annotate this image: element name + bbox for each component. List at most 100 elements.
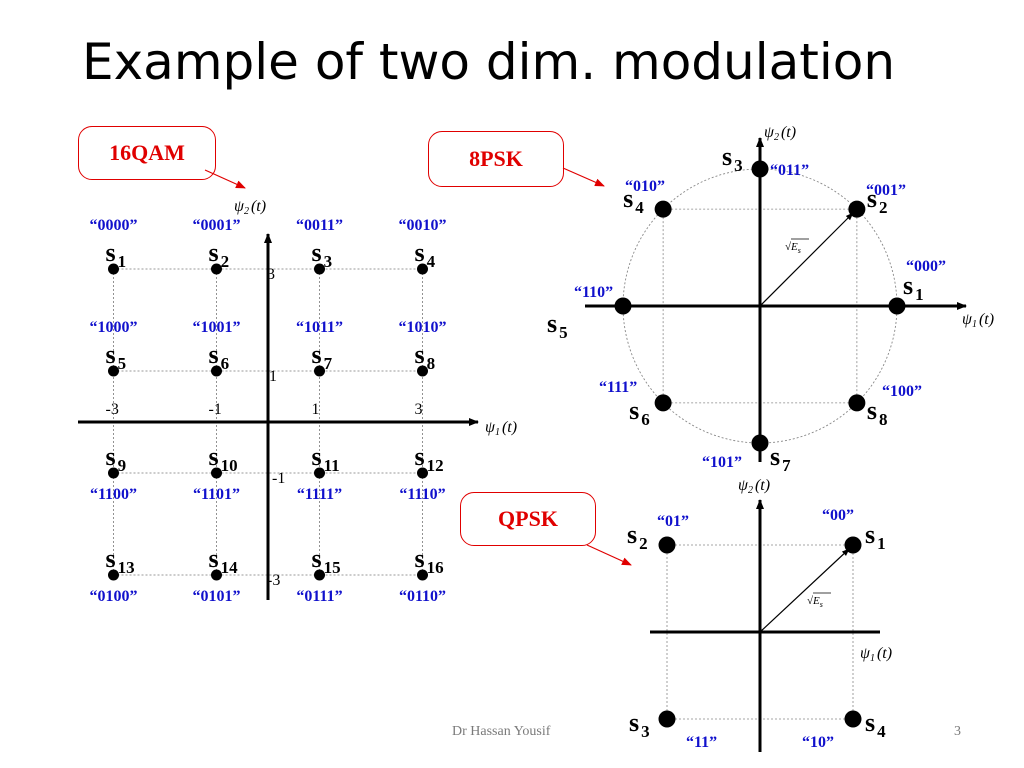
qam-point-s9 <box>108 467 119 479</box>
label-qpsk-text: QPSK <box>498 506 558 531</box>
qam-code-s5: “1000” <box>90 319 138 336</box>
psk-code-s3: “011” <box>770 162 809 179</box>
footer-author: Dr Hassan Yousif <box>452 724 551 739</box>
slide-title: Example of two dim. modulation <box>82 33 896 91</box>
qpsk-code-s3: “11” <box>686 734 717 751</box>
psk-point-s3 <box>751 160 769 178</box>
qam-point-s1 <box>108 263 119 275</box>
qam-code-s6: “1001” <box>193 319 241 336</box>
qam-y-axis-label: ψ2(t) <box>234 198 266 217</box>
psk-radius-label: √Es <box>785 241 801 255</box>
qam-x-tick: -3 <box>106 401 119 418</box>
qam-x-axis-label: ψ1(t) <box>485 419 517 438</box>
qam-y-tick: 1 <box>269 368 277 385</box>
qpsk-radius-label: √Es <box>807 595 823 609</box>
pointer-8psk <box>562 167 605 187</box>
psk-code-s2: “001” <box>866 182 906 199</box>
qam-code-s4: “0010” <box>399 217 447 234</box>
label-16qam: 16QAM <box>78 126 216 180</box>
qam-point-s14 <box>211 569 222 581</box>
qam-x-tick: 1 <box>312 401 320 418</box>
qam-code-s3: “0011” <box>296 217 343 234</box>
psk-point-s5 <box>614 297 632 315</box>
psk-code-s8: “100” <box>882 383 922 400</box>
label-8psk-text: 8PSK <box>469 146 523 171</box>
psk-code-s1: “000” <box>906 258 946 275</box>
qpsk-radius-vector <box>759 548 850 633</box>
qam-x-tick: -1 <box>209 401 222 418</box>
qam-point-s4 <box>417 263 428 275</box>
qpsk-y-axis-label: ψ2(t) <box>738 477 770 496</box>
psk-radius-vector <box>759 212 854 307</box>
qam-code-s15: “0111” <box>296 588 342 605</box>
psk-point-s4 <box>654 200 672 218</box>
psk-x-axis-label: ψ1(t) <box>962 311 994 330</box>
qam-y-tick: 3 <box>267 266 275 283</box>
qpsk-point-s4 <box>844 710 862 728</box>
qam-code-s16: “0110” <box>399 588 446 605</box>
qam-code-s14: “0101” <box>193 588 241 605</box>
psk-point-s7 <box>751 434 769 452</box>
psk-point-s8 <box>848 394 866 412</box>
qam-code-s7: “1011” <box>296 319 343 336</box>
pointer-qpsk <box>586 544 632 566</box>
qam-code-s8: “1010” <box>399 319 447 336</box>
qpsk-x-axis-label: ψ1(t) <box>860 645 892 664</box>
qam-code-s10: “1101” <box>193 486 240 503</box>
psk-code-s7: “101” <box>702 454 742 471</box>
label-qpsk: QPSK <box>460 492 596 546</box>
qam-y-tick: -1 <box>272 470 285 487</box>
qam-code-s1: “0000” <box>90 217 138 234</box>
pointer-16qam <box>204 169 246 189</box>
qam-point-s3 <box>314 263 325 275</box>
psk-y-axis-label: ψ2(t) <box>764 124 796 143</box>
qam-code-s11: “1111” <box>297 486 342 503</box>
qpsk-point-s3 <box>658 710 676 728</box>
qam-point-s8 <box>417 365 428 377</box>
qam-code-s9: “1100” <box>90 486 137 503</box>
qam-point-s7 <box>314 365 325 377</box>
qam-x-tick: 3 <box>415 401 423 418</box>
psk-code-s6: “111” <box>599 379 637 396</box>
label-16qam-text: 16QAM <box>109 140 185 165</box>
qam-point-s12 <box>417 467 428 479</box>
qam-point-s11 <box>314 467 325 479</box>
qam-code-s2: “0001” <box>193 217 241 234</box>
qpsk-point-s2 <box>658 536 676 554</box>
psk-code-s5: “110” <box>574 284 613 301</box>
qam-point-s2 <box>211 263 222 275</box>
qam-point-s16 <box>417 569 428 581</box>
psk-point-s6 <box>654 394 672 412</box>
qpsk-code-s4: “10” <box>802 734 834 751</box>
qam-point-s10 <box>211 467 222 479</box>
psk-point-s1 <box>888 297 906 315</box>
qam-point-s6 <box>211 365 222 377</box>
psk-code-s4: “010” <box>625 178 665 195</box>
qam-y-tick: -3 <box>267 572 280 589</box>
qam-point-s5 <box>108 365 119 377</box>
